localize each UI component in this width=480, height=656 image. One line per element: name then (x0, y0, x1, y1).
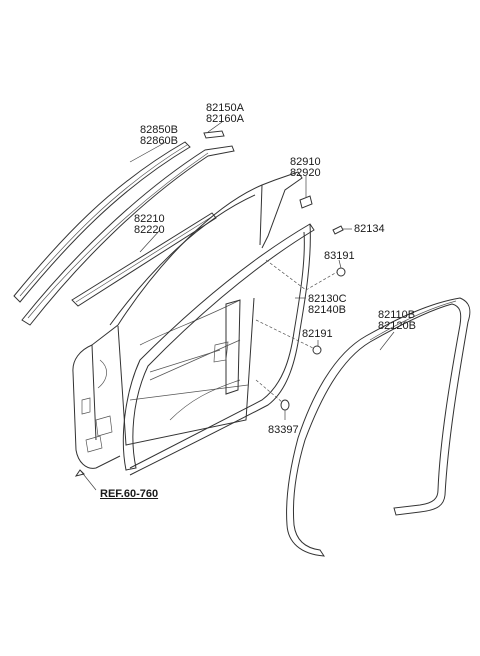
label-82120B: 82120B (378, 320, 416, 332)
label-82134: 82134 (354, 223, 385, 235)
leader-lines (74, 121, 395, 491)
label-82910: 82910 (290, 156, 321, 168)
belt-weatherstrip (71, 212, 217, 307)
frame-moulding-strip (21, 130, 235, 326)
label-83397: 83397 (268, 424, 299, 436)
clips (280, 195, 346, 411)
label-82191: 82191 (302, 328, 333, 340)
opening-weatherstrip (286, 297, 471, 557)
reference-label: REF.60-760 (100, 488, 159, 500)
label-82860B: 82860B (140, 135, 178, 147)
door-side-weatherstrip (122, 223, 315, 476)
label-82150A: 82150A (206, 102, 244, 114)
label-82160A: 82160A (206, 113, 244, 125)
door-frame (72, 171, 303, 469)
outer-moulding-strip (13, 141, 191, 303)
label-82140B: 82140B (308, 304, 346, 316)
label-82920: 82920 (290, 167, 321, 179)
label-82130C: 82130C (308, 293, 347, 305)
label-82850B: 82850B (140, 124, 178, 136)
label-83191: 83191 (324, 250, 355, 262)
label-82110B: 82110B (378, 309, 416, 321)
label-82210: 82210 (134, 213, 165, 225)
label-82220: 82220 (134, 224, 165, 236)
